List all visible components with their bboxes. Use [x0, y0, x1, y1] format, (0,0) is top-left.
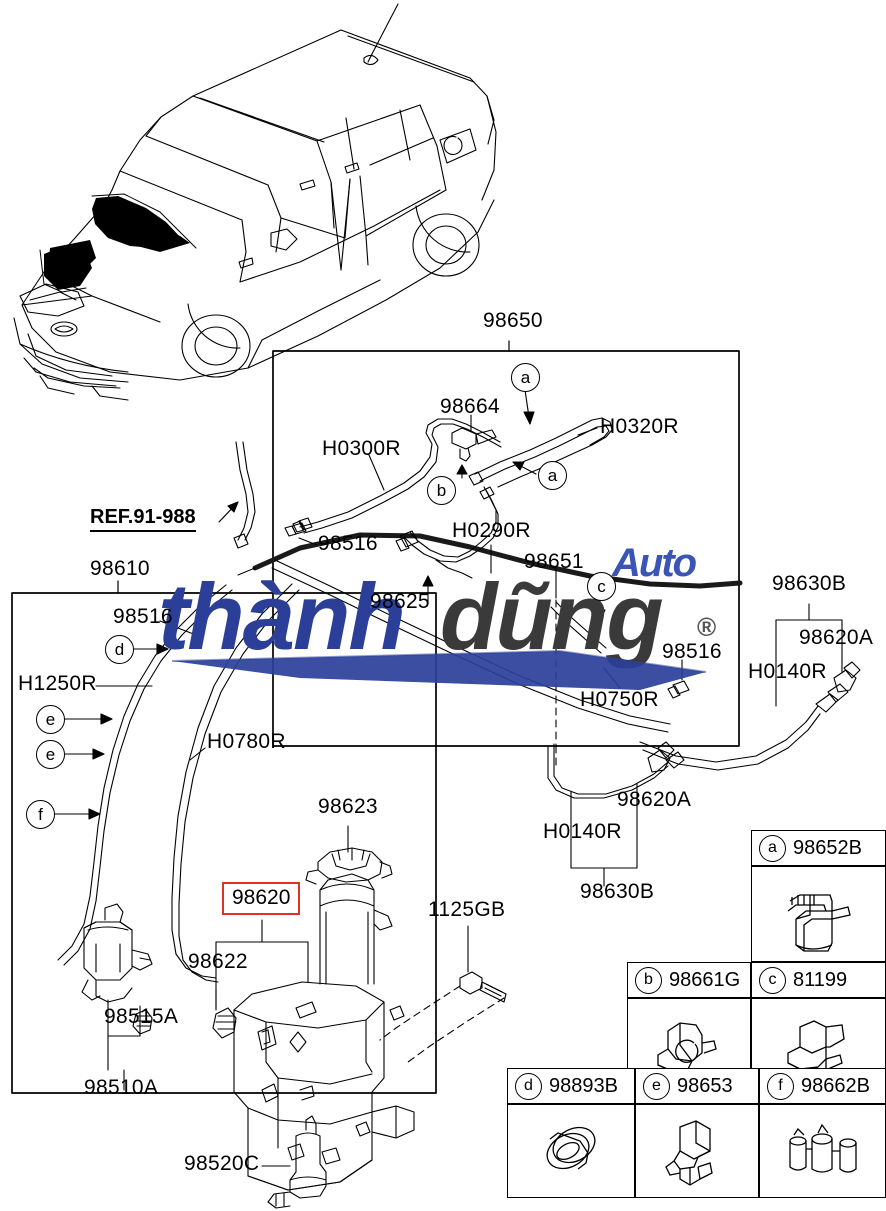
clip-fitting-98516-b: [395, 530, 419, 552]
label-h0750r: H0750R: [580, 688, 659, 711]
rear-hose-h0140r-upper: [639, 683, 849, 771]
rear-nozzle-98620a-upper: [833, 661, 861, 693]
bolt-1125gb: [459, 971, 507, 1003]
ref-hose-stub: [233, 441, 256, 549]
label-h0290r: H0290R: [452, 519, 531, 542]
legend-header-a: a 98652B: [751, 830, 886, 866]
legend-key-e: e: [643, 1072, 670, 1100]
label-98625: 98625: [370, 590, 430, 613]
label-98650: 98650: [483, 309, 543, 332]
marker-b: b: [427, 476, 456, 505]
label-98630b-lower: 98630B: [580, 880, 655, 903]
hose-holder-icon: [665, 1120, 713, 1186]
legend-icon-cell-f: [759, 1104, 886, 1198]
cowl-shaded-outline: [39, 193, 197, 293]
legend-icon-cell-a: [751, 866, 886, 962]
legend-key-a: a: [759, 834, 786, 862]
label-98516-left: 98516: [113, 605, 173, 628]
clip-fitting-98516-a: [292, 517, 313, 533]
label-98630b-upper: 98630B: [772, 572, 847, 595]
label-98620a-lower: 98620A: [617, 788, 692, 811]
legend-icon-cell-e: [635, 1104, 759, 1198]
label-98622: 98622: [188, 950, 248, 973]
label-98620-highlighted: 98620: [222, 882, 301, 915]
label-h0140r-upper: H0140R: [748, 660, 827, 683]
clip-bracket-icon: [787, 894, 851, 952]
legend-key-d: d: [515, 1072, 542, 1100]
legend-key-f: f: [767, 1072, 794, 1100]
legend-part-c: 81199: [793, 968, 848, 991]
watermark-sub-label: Auto: [612, 541, 697, 585]
legend-key-b: b: [635, 966, 662, 994]
label-98516-right: 98516: [662, 640, 722, 663]
label-98516-top: 98516: [318, 532, 378, 555]
vehicle-illustration: [13, 3, 497, 401]
label-h0300r: H0300R: [322, 437, 401, 460]
watermark-brand-primary: thành: [158, 564, 406, 669]
marker-f: f: [26, 800, 55, 829]
marker-c: c: [587, 572, 616, 601]
washer-pump-motor: [81, 903, 153, 1003]
label-ref-91-988: REF.91-988: [90, 506, 196, 532]
marker-a-lower: a: [538, 461, 567, 490]
legend-icon-cell-d: [507, 1104, 635, 1198]
label-98610: 98610: [90, 557, 150, 580]
legend-header-d: d 98893B: [507, 1068, 635, 1104]
legend-header-c: c 81199: [751, 962, 886, 998]
rear-nozzle-98620a-lower: [647, 741, 675, 773]
label-98651: 98651: [524, 550, 584, 573]
marker-a-upper: a: [511, 363, 540, 392]
label-h0320r: H0320R: [600, 415, 679, 438]
label-h0140r-lower: H0140R: [543, 820, 622, 843]
grommet-98622: [212, 1007, 237, 1039]
label-h0780r: H0780R: [207, 730, 286, 753]
legend-part-d: 98893B: [549, 1074, 618, 1097]
legend-part-a: 98652B: [793, 836, 862, 859]
label-98664: 98664: [440, 395, 500, 418]
legend-part-f: 98662B: [801, 1074, 870, 1097]
label-98520c: 98520C: [184, 1152, 260, 1175]
marker-d: d: [105, 635, 134, 664]
label-98623: 98623: [318, 795, 378, 818]
label-h1250r: H1250R: [18, 672, 97, 695]
legend-part-e: 98653: [677, 1074, 733, 1097]
clip-fitting-98516-c: [667, 680, 690, 699]
label-98620a-upper: 98620A: [799, 626, 874, 649]
tee-connector-98664: [451, 427, 497, 462]
legend-header-b: b 98661G: [627, 962, 751, 998]
marker-e-2: e: [36, 740, 65, 769]
legend-key-c: c: [759, 966, 786, 994]
washer-pump-98520c: [267, 1115, 327, 1209]
legend-header-f: f 98662B: [759, 1068, 886, 1104]
label-98510a: 98510A: [84, 1076, 159, 1099]
label-98515a: 98515A: [104, 1005, 179, 1028]
legend-part-b: 98661G: [669, 968, 741, 991]
cowl-shaded-area: [44, 196, 190, 290]
grommet-ring-icon: [546, 1126, 596, 1170]
hose-clamp-set-icon: [789, 1123, 857, 1173]
marker-e-1: e: [36, 705, 65, 734]
legend-header-e: e 98653: [635, 1068, 759, 1104]
label-1125gb: 1125GB: [428, 898, 506, 921]
watermark-registered-mark: ®: [697, 612, 716, 642]
